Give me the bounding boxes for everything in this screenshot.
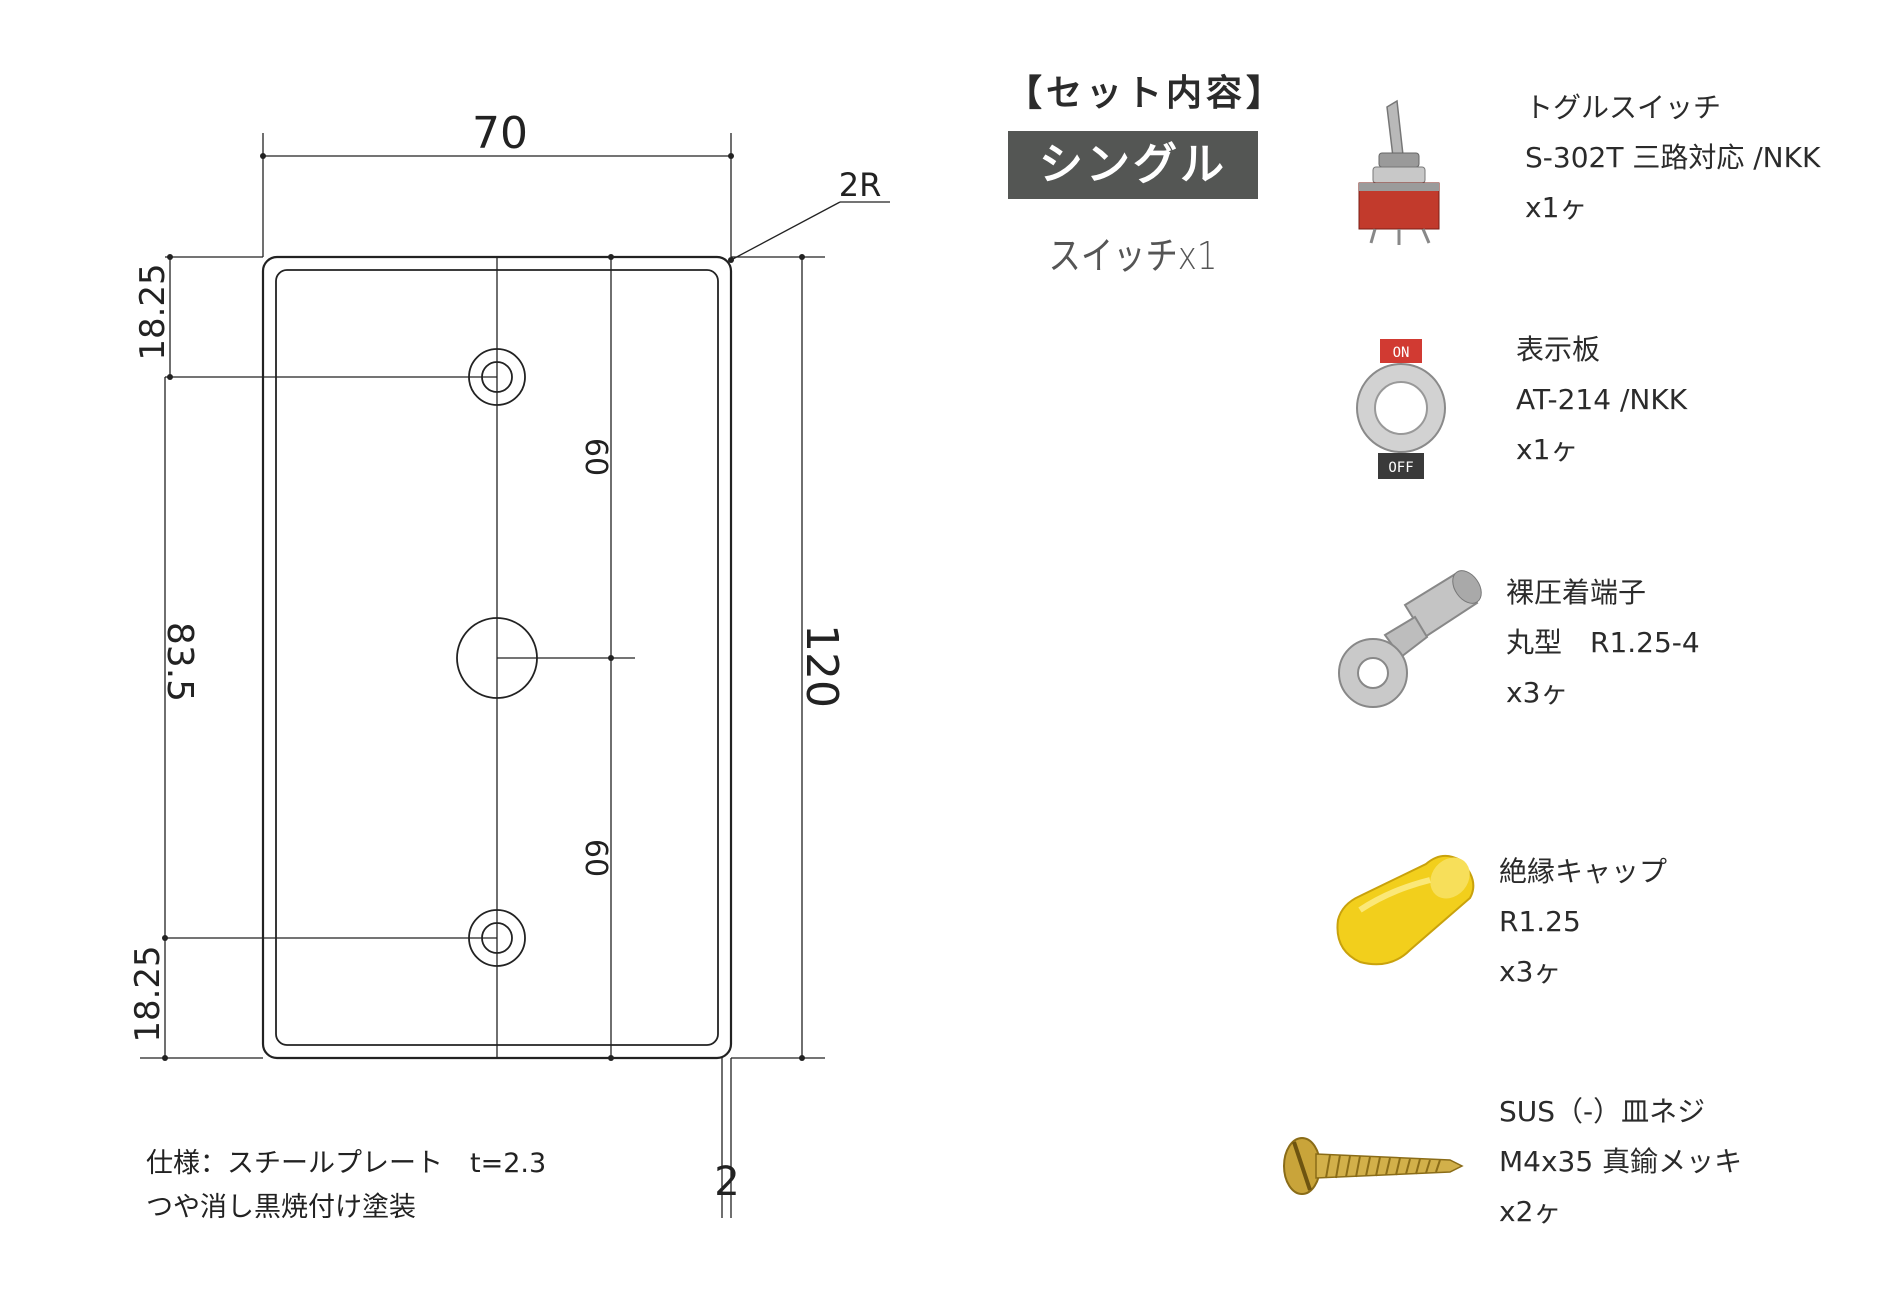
item-qty: x2ヶ <box>1499 1195 1562 1228</box>
item-brass-screw: SUS（-）皿ネジ M4x35 真鍮メッキ x2ヶ <box>1499 1087 1742 1237</box>
spec-finish: つや消し黒焼付け塗装 <box>146 1192 416 1223</box>
bottom-offset-dimension: 18.25 <box>128 945 168 1042</box>
item-spec: R1.25 <box>1499 905 1581 938</box>
ring-terminal-icon <box>1338 570 1482 708</box>
upper-pitch-dimension: 60 <box>578 438 613 476</box>
insulation-cap-icon <box>1336 854 1475 966</box>
width-dimension: 70 <box>472 108 528 159</box>
item-indicator-plate: 表示板 AT-214 /NKK x1ヶ <box>1516 325 1687 475</box>
item-name: 絶縁キャップ <box>1499 855 1668 888</box>
brass-screw-icon <box>1283 1137 1464 1195</box>
item-spec: AT-214 /NKK <box>1516 383 1688 416</box>
item-qty: x3ヶ <box>1506 676 1569 709</box>
set-contents-subtitle: スイッチx1 <box>1048 234 1218 278</box>
set-type-badge: シングル <box>1008 131 1258 199</box>
set-contents-title: 【セット内容】 <box>1006 73 1287 114</box>
height-dimension: 120 <box>796 624 847 708</box>
spec-material: 仕様：スチールプレート t=2.3 <box>146 1148 547 1179</box>
item-ring-terminal: 裸圧着端子 丸型 R1.25-4 x3ヶ <box>1506 568 1700 718</box>
item-name: 裸圧着端子 <box>1506 576 1647 609</box>
item-name: SUS（-）皿ネジ <box>1499 1095 1706 1128</box>
item-toggle-switch: トグルスイッチ S-302T 三路対応 /NKK x1ヶ <box>1525 83 1820 233</box>
item-insulation-cap: 絶縁キャップ R1.25 x3ヶ <box>1499 847 1667 997</box>
top-offset-dimension: 18.25 <box>133 263 173 360</box>
item-qty: x3ヶ <box>1499 955 1562 988</box>
item-name: 表示板 <box>1516 333 1601 366</box>
item-spec: 丸型 R1.25-4 <box>1506 626 1700 659</box>
middle-span-dimension: 83.5 <box>159 622 200 702</box>
item-name: トグルスイッチ <box>1525 91 1722 124</box>
off-label: OFF <box>1388 460 1413 476</box>
item-spec: S-302T 三路対応 /NKK <box>1525 141 1821 174</box>
corner-radius-label: 2R <box>839 166 882 204</box>
item-qty: x1ヶ <box>1525 191 1588 224</box>
item-spec: M4x35 真鍮メッキ <box>1499 1145 1743 1178</box>
item-qty: x1ヶ <box>1516 433 1579 466</box>
thickness-dimension: 2 <box>714 1159 739 1205</box>
lower-pitch-dimension: 60 <box>578 839 613 877</box>
toggle-switch-icon <box>1358 99 1440 245</box>
on-label: ON <box>1393 345 1410 361</box>
on-off-plate-icon: ON OFF <box>1356 339 1446 479</box>
